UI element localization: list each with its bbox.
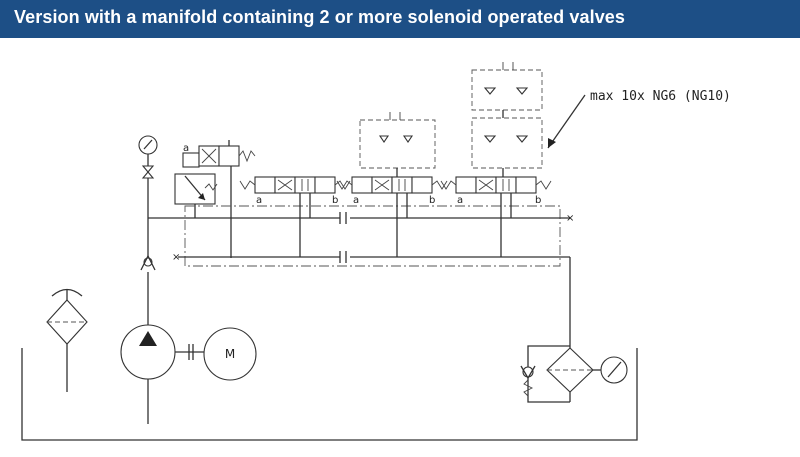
page-title: Version with a manifold containing 2 or … bbox=[14, 7, 626, 27]
valve2-label-a: a bbox=[353, 195, 359, 206]
tank-rail: × bbox=[172, 251, 571, 346]
electric-motor: M bbox=[203, 327, 257, 381]
tank-outline bbox=[21, 348, 638, 441]
valve3-label-a: a bbox=[457, 195, 463, 206]
capacity-annotation: max 10x NG6 (NG10) bbox=[547, 89, 731, 149]
svg-text:×: × bbox=[566, 213, 574, 224]
valve1-label-a: a bbox=[256, 195, 262, 206]
directional-valve-1: a b bbox=[239, 176, 351, 257]
pump bbox=[120, 272, 176, 424]
coupling bbox=[175, 344, 204, 360]
motor-label: M bbox=[225, 347, 235, 361]
annotation-text: max 10x NG6 (NG10) bbox=[590, 89, 731, 104]
relief-valve: a bbox=[174, 140, 256, 258]
valve1-label-b: b bbox=[332, 195, 338, 206]
check-valve bbox=[140, 218, 156, 271]
bypass-check-valve bbox=[520, 365, 536, 397]
breather-filter bbox=[46, 288, 88, 392]
directional-valve-2: a b bbox=[336, 112, 448, 257]
relief-label-a: a bbox=[183, 143, 189, 154]
directional-valve-3: a b bbox=[440, 62, 552, 257]
svg-text:×: × bbox=[172, 252, 180, 263]
valve3-label-b: b bbox=[535, 195, 541, 206]
valve2-label-b: b bbox=[429, 195, 435, 206]
return-filter bbox=[527, 345, 594, 403]
title-banner: Version with a manifold containing 2 or … bbox=[0, 0, 800, 38]
manifold-outline bbox=[184, 205, 561, 267]
filter-gauge bbox=[593, 356, 628, 384]
pressure-rail: × bbox=[148, 212, 574, 224]
pressure-gauge bbox=[138, 135, 158, 218]
